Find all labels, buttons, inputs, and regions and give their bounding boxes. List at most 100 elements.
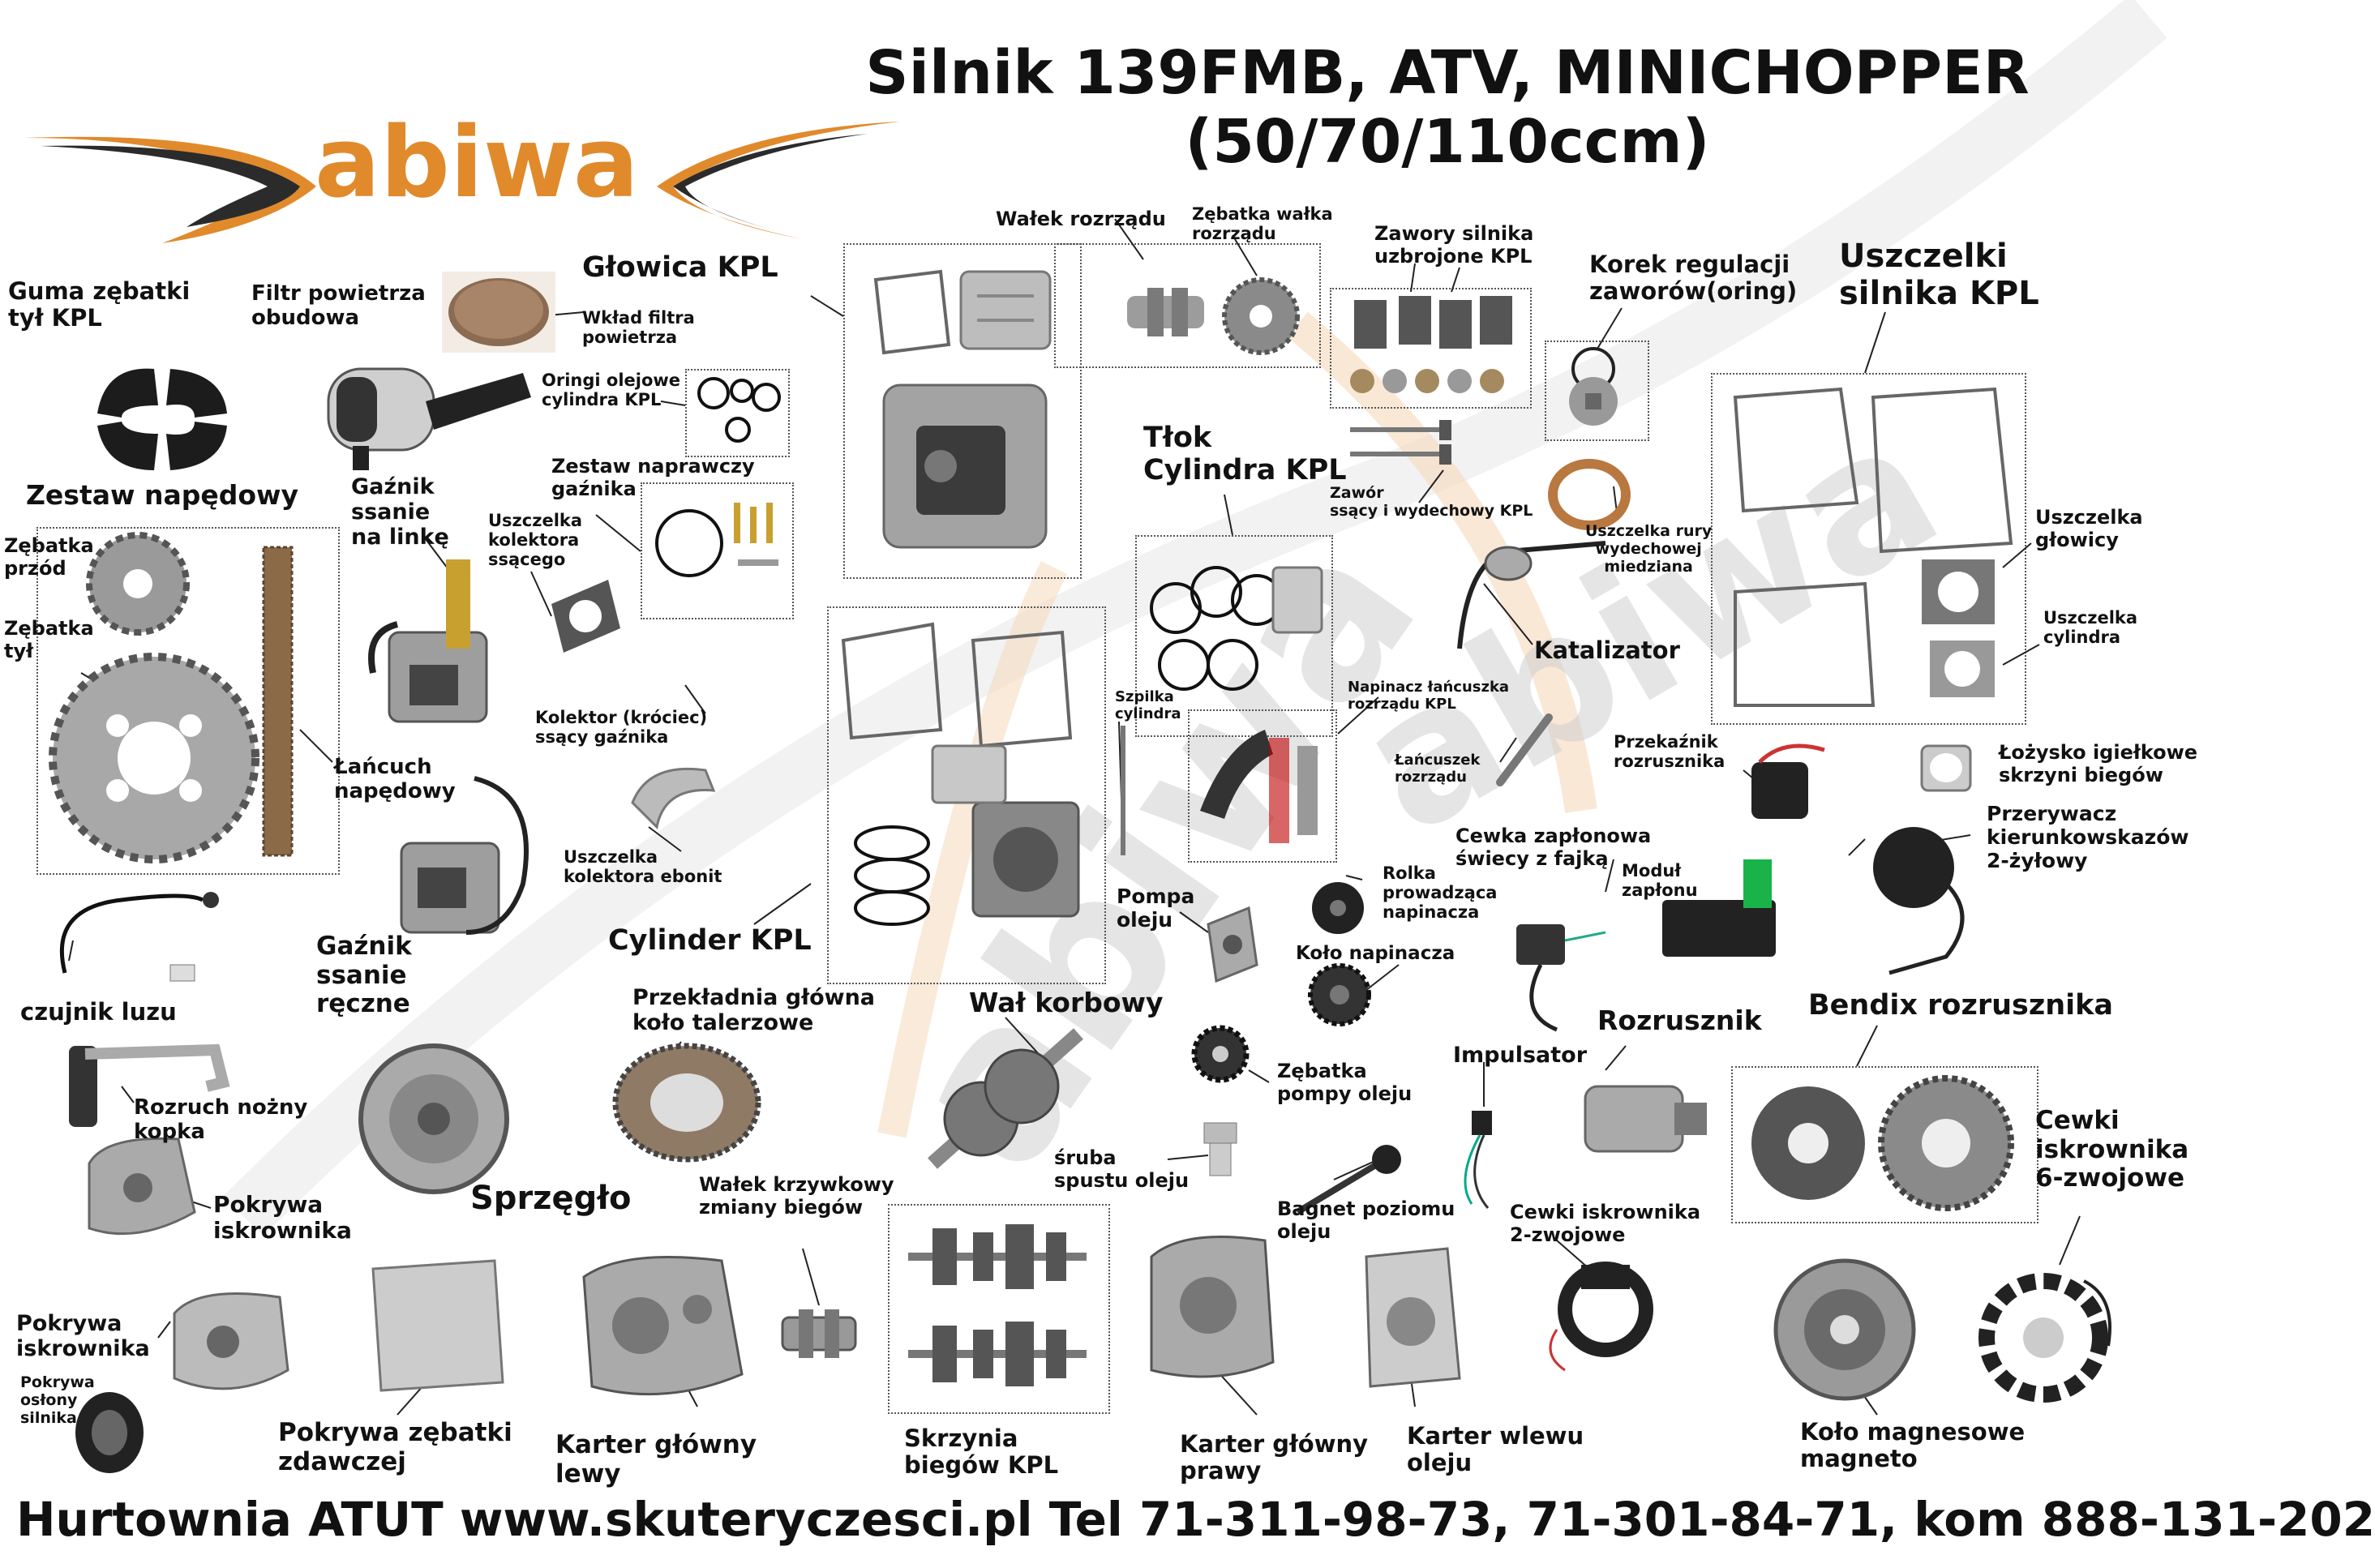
label-kolo-napinacza: Koło napinacza [1296,943,1455,964]
oil-dipstick-icon [1295,1145,1401,1215]
cylinder-head-icon [873,269,1052,549]
label-cylinder: Cylinder KPL [608,924,812,957]
shift-drum-icon [781,1309,857,1358]
abiwa-logo-swoosh [24,122,900,243]
label-katalizator: Katalizator [1534,636,1680,664]
exhaust-gasket-icon [1548,459,1631,530]
engine-gaskets-icon [1733,387,2013,707]
group-box-naped [36,527,340,875]
abiwa-logo: abiwa [315,107,639,220]
stator-2-coil-icon [1549,1262,1653,1372]
crankshaft-icon [928,1028,1083,1169]
air-filter-insert-icon [442,272,555,353]
gearbox-icon [908,1224,1087,1386]
oil-orings-icon [697,377,781,443]
needle-bearing-icon [1920,744,1972,792]
pulse-sensor-icon [1464,1111,1492,1209]
label-kolektor: Kolektor (króciec)ssący gaźnika [535,708,708,748]
sprocket-cover-icon [371,1259,504,1392]
stator-6-coil-icon [1978,1273,2111,1403]
group-box-tlok [1135,535,1333,737]
drain-bolt-icon [1203,1122,1237,1176]
cdi-module-icon [1662,859,1776,957]
group-box-napinacz [1188,709,1337,863]
catalytic-converter-icon [1457,541,1606,649]
intake-gasket-icon [551,580,620,653]
oil-filler-case-icon [1365,1247,1461,1388]
leader-lines [68,218,2081,1416]
starter-motor-icon [1584,1085,1707,1153]
ignition-cover-icon [88,1137,196,1236]
group-box-naprawczy [641,482,794,619]
valve-cap-icon [1569,347,1618,426]
label-czujnik: czujnik luzu [20,998,177,1026]
tensioner-icon [1200,730,1318,843]
drive-kit-icon [49,532,294,863]
group-box-cylinder [827,606,1106,984]
oil-pump-icon [1207,906,1258,983]
group-box-skrzynia [888,1204,1110,1414]
starter-bendix-icon [1751,1075,2014,1211]
valves-set-icon [1350,296,1512,393]
cylinder-kit-icon [841,622,1080,926]
footer-contact: Hurtownia ATUT www.skuteryczesci.pl Tel … [16,1492,2375,1547]
kick-starter-icon [69,1043,230,1127]
sprocket-rubber-icon [97,368,227,470]
right-crankcase-icon [1150,1236,1275,1378]
group-box-bendix [1731,1066,2038,1223]
ignition-cover-2-icon [173,1292,289,1390]
group-box-glowica [843,243,1082,579]
tensioner-wheel-icon [1308,963,1371,1026]
neutral-sensor-icon [59,892,219,982]
blinker-relay-icon [1873,827,1965,975]
timing-chain-icon [1496,713,1553,786]
magneto-rotor-icon [1773,1258,1916,1401]
label-zestaw-napedowy: Zestaw napędowy [26,479,299,511]
group-box-oringi [685,369,790,457]
primary-gear-icon [612,1043,761,1163]
oil-pump-gear-icon [1191,1025,1250,1083]
group-box-walek [1054,243,1321,368]
left-crankcase-icon [582,1256,744,1396]
cylinder-stud-icon [1121,726,1125,855]
camshaft-icon [1127,277,1300,355]
piston-kit-icon [1150,566,1323,691]
tensioner-roller-icon [1312,882,1364,934]
air-filter-housing-icon [327,367,531,470]
valve-pair-icon [1350,420,1451,465]
